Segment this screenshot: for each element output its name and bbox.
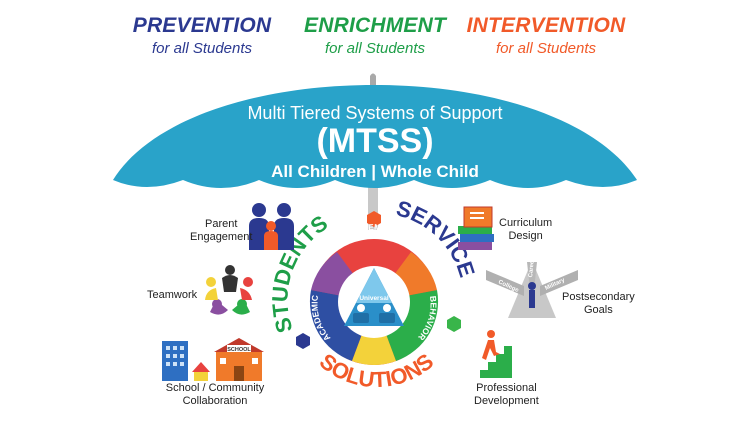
label-curriculum-line2: Design bbox=[508, 230, 543, 242]
center-person-left-head bbox=[357, 304, 365, 312]
label-parent-engagement: Parent Engagement bbox=[190, 218, 252, 244]
center-box-left bbox=[353, 313, 369, 323]
professional-development-icon bbox=[480, 330, 512, 378]
center-person-right-head bbox=[383, 304, 391, 312]
hexagon-navy-left bbox=[296, 333, 310, 349]
header-enrichment: ENRICHMENT for all Students bbox=[285, 14, 465, 57]
header-prevention-title: PREVENTION bbox=[132, 14, 272, 37]
label-professional-line2: Development bbox=[474, 395, 539, 407]
hexagon-green-right bbox=[447, 316, 461, 332]
label-postsecondary: Postsecondary Goals bbox=[562, 291, 635, 317]
umbrella-title: Multi Tiered Systems of Support bbox=[247, 103, 503, 123]
umbrella-tip bbox=[370, 73, 376, 86]
label-postsecondary-line1: Postsecondary bbox=[562, 291, 635, 303]
hexagon-orange bbox=[367, 211, 381, 227]
header-intervention: INTERVENTION for all Students bbox=[456, 14, 636, 57]
header-prevention: PREVENTION for all Students bbox=[112, 14, 292, 57]
label-parent-engagement-line2: Engagement bbox=[190, 231, 253, 243]
center-box-right bbox=[379, 313, 395, 323]
umbrella-shaft bbox=[368, 185, 378, 230]
label-teamwork-line1: Teamwork bbox=[147, 289, 198, 301]
label-school-community: School / Community Collaboration bbox=[160, 382, 270, 408]
umbrella-acronym: (MTSS) bbox=[316, 122, 434, 160]
label-parent-engagement-line1: Parent bbox=[204, 218, 238, 230]
school-community-icon: SCHOOL bbox=[162, 338, 264, 381]
umbrella-subtitle: All Children | Whole Child bbox=[271, 162, 479, 181]
label-professional-line1: Professional bbox=[476, 382, 537, 394]
label-postsecondary-line2: Goals bbox=[584, 304, 613, 316]
center-universal: Universal bbox=[359, 295, 388, 302]
teamwork-icon bbox=[205, 265, 253, 315]
label-curriculum-line1: Curriculum bbox=[499, 217, 553, 229]
road-sign-career: Career bbox=[528, 258, 536, 278]
parent-engagement-icon bbox=[249, 203, 294, 250]
umbrella-canopy bbox=[113, 85, 637, 188]
label-teamwork: Teamwork bbox=[147, 289, 197, 302]
header-prevention-sub: for all Students bbox=[151, 40, 253, 57]
header-enrichment-title: ENRICHMENT bbox=[304, 14, 446, 37]
label-professional: Professional Development bbox=[474, 382, 539, 408]
curriculum-icon bbox=[458, 206, 494, 250]
school-sign-text: SCHOOL bbox=[227, 347, 251, 353]
header-intervention-title: INTERVENTION bbox=[466, 14, 626, 37]
label-school-community-line2: Collaboration bbox=[182, 395, 248, 407]
header-enrichment-sub: for all Students bbox=[324, 40, 426, 57]
label-school-community-line1: School / Community bbox=[165, 382, 265, 394]
header-intervention-sub: for all Students bbox=[495, 40, 597, 57]
label-curriculum: Curriculum Design bbox=[499, 217, 552, 243]
inner-triangle-top bbox=[356, 268, 392, 303]
